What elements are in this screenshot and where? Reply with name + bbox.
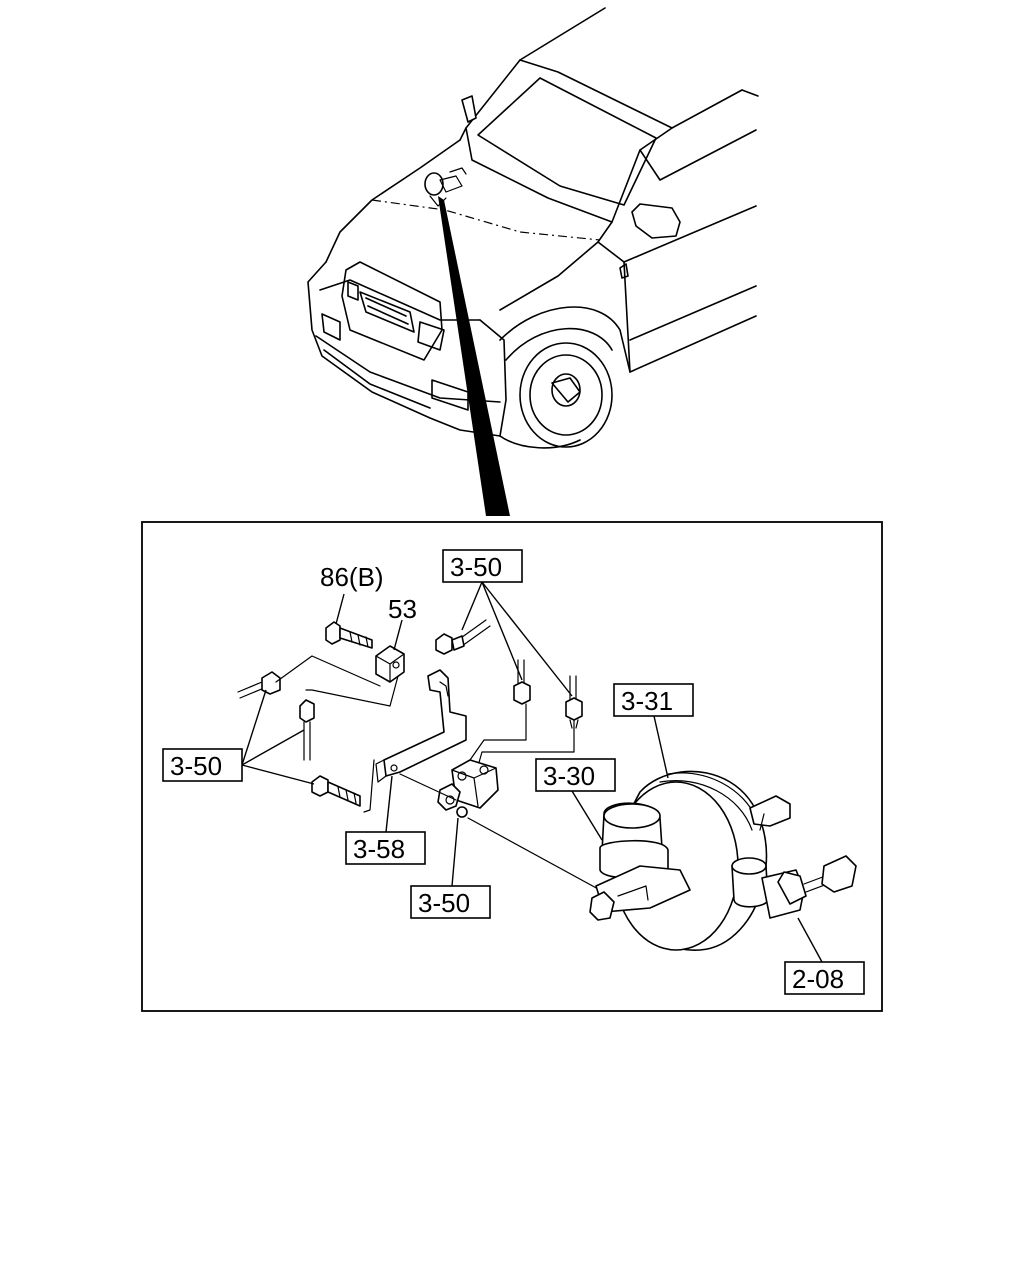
clutch-master-cylinder-2-08 <box>731 855 857 919</box>
callout-3-50-bottom: 3-50 <box>410 885 491 919</box>
callout-2-08-text: 2-08 <box>792 964 844 994</box>
callout-3-50-bottom-text: 3-50 <box>418 888 470 918</box>
callout-86b-text: 86(B) <box>320 562 384 592</box>
callout-3-50-top: 3-50 <box>442 549 523 583</box>
callout-3-50-left: 3-50 <box>162 748 243 782</box>
callout-53-text: 53 <box>388 594 417 624</box>
booster-location-marker <box>424 167 467 207</box>
callout-3-31: 3-31 <box>613 683 694 717</box>
callout-3-58: 3-58 <box>345 831 426 865</box>
leader-lines <box>241 581 823 963</box>
callout-2-08: 2-08 <box>784 961 865 995</box>
proportioning-valve <box>399 759 601 891</box>
callout-3-50-left-text: 3-50 <box>170 751 222 781</box>
callout-86b: 86(B) <box>320 562 384 592</box>
callout-3-31-text: 3-31 <box>621 686 673 716</box>
master-cylinder-3-30 <box>589 802 691 921</box>
callout-3-50-top-text: 3-50 <box>450 552 502 582</box>
callout-53: 53 <box>388 594 417 624</box>
callout-3-30: 3-30 <box>535 758 616 792</box>
vehicle-illustration <box>307 7 759 449</box>
callout-3-58-text: 3-58 <box>353 834 405 864</box>
brake-line-hardware <box>237 593 601 891</box>
detail-pointer <box>438 196 510 516</box>
callout-3-30-text: 3-30 <box>543 761 595 791</box>
bracket-3-58 <box>375 669 467 783</box>
detail-frame <box>141 521 883 1012</box>
bolt-86b <box>325 593 373 649</box>
clip-53 <box>375 619 405 683</box>
